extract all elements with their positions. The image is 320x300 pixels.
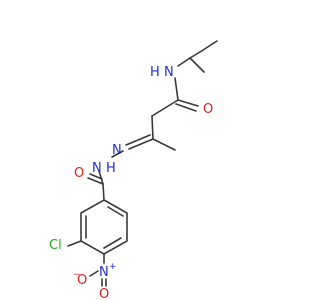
bond-carbonyl-ch2 [151, 99, 179, 117]
bond-benzoyl-o-2 [89, 173, 103, 180]
bond-cn-methyl [152, 138, 176, 151]
atom-amide-o: O [203, 102, 213, 117]
ring-double-2 [103, 237, 122, 249]
molecule-canvas: N H O N N H O Cl N + O − O [49, 40, 218, 300]
bond-benzoyl-o-1 [87, 177, 104, 185]
atom-nitro-o-bottom: O [99, 287, 109, 300]
nitro-n-charge: + [109, 262, 117, 272]
bond-ring-cl [67, 240, 82, 247]
atom-benzoyl-o: O [74, 166, 84, 181]
nitro-o-charge: − [73, 270, 81, 280]
bond-ch2-cn [151, 115, 154, 140]
atom-chlorine: Cl [49, 238, 62, 253]
atom-nitro-o-left: O [77, 273, 87, 288]
bond-carbonyl-ring [102, 183, 105, 201]
atom-nh-h: H [106, 161, 116, 176]
benzene-ring [80, 199, 128, 255]
atom-hydrazone-n: N [112, 143, 122, 158]
ring-double-1 [107, 206, 124, 217]
atom-amide-n: N [164, 65, 174, 80]
bond-n-n [111, 150, 124, 158]
bond-ethyl-ch2 [189, 51, 201, 59]
bond-ethyl-ch3 [199, 40, 218, 53]
bond-ch-methyl [189, 57, 205, 73]
bond-ch-n [177, 57, 191, 67]
atom-nitro-n: N [99, 265, 109, 280]
bond-nitro-o-left [89, 270, 99, 277]
structure-drawing: N H O N N H O Cl N + O − O [49, 40, 218, 300]
bond-n-carbonyl [174, 77, 179, 101]
atom-amide-h: H [150, 65, 160, 80]
atom-nh-n: N [92, 161, 102, 176]
bond-carbonyl-o-2 [175, 103, 197, 112]
bond-c-eq-n-2 [125, 134, 151, 146]
bond-nh-carbonyl [98, 170, 104, 185]
bond-c-eq-n-1 [128, 138, 154, 150]
bond-carbonyl-o-1 [177, 99, 199, 107]
